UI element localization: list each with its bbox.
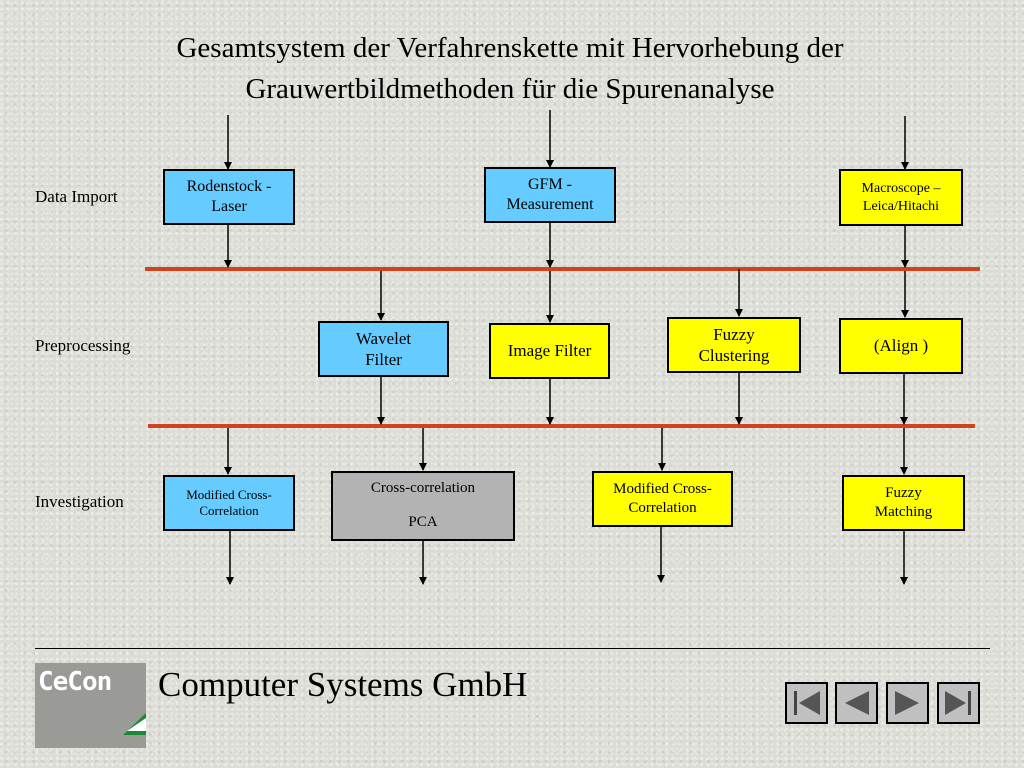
row-label-preprocessing: Preprocessing [35, 336, 131, 355]
title-line-1: Gesamtsystem der Verfahrenskette mit Her… [176, 32, 844, 64]
box-line: Modified Cross- [186, 486, 272, 502]
box-line: Laser [211, 198, 247, 215]
box-line: Fuzzy [885, 485, 922, 502]
box-line: Filter [365, 350, 402, 369]
modified-cross-correlation-mid-box: Modified Cross- Correlation [592, 471, 733, 527]
box-line: Cross-correlation [370, 480, 476, 496]
company-name: Computer Systems GmbH [158, 665, 528, 704]
box-line: Fuzzy [713, 324, 755, 344]
box-line: Rodenstock - [186, 178, 272, 195]
box-line: Modified Cross- [613, 481, 712, 498]
arrows [224, 110, 909, 585]
box-line: Correlation [199, 503, 259, 518]
cecon-logo: CeCon [35, 663, 146, 748]
first-slide-button[interactable] [785, 682, 828, 724]
align-box: (Align ) [839, 318, 963, 374]
image-filter-box: Image Filter [489, 323, 610, 379]
box-line: Macroscope – [861, 181, 941, 196]
box-line: Matching [874, 504, 933, 520]
previous-slide-icon [845, 691, 869, 715]
row-label-data-import: Data Import [35, 187, 118, 206]
box-line: (Align ) [873, 336, 929, 356]
box-line: Leica/Hitachi [862, 198, 940, 214]
logo-text: CeCon [38, 667, 112, 697]
macroscope-box: Macroscope – Leica/Hitachi [839, 169, 963, 226]
modified-cross-correlation-left-box: Modified Cross-Correlation [163, 475, 295, 531]
box-line: Wavelet [355, 328, 412, 348]
logo-green-mark [123, 713, 146, 735]
rodenstock-laser-box: Rodenstock - Laser [163, 169, 295, 225]
slide-title: Gesamtsystem der Verfahrenskette mit Her… [60, 28, 960, 110]
box-line: Clustering [698, 346, 770, 365]
next-slide-button[interactable] [886, 682, 929, 724]
box-line: Measurement [506, 196, 594, 213]
box-line: GFM - [527, 176, 572, 193]
title-line-2: Grauwertbildmethoden für die Spurenanaly… [245, 73, 775, 105]
first-slide-icon [794, 691, 820, 715]
box-line: Image Filter [507, 341, 592, 361]
last-slide-button[interactable] [937, 682, 980, 724]
box-line: PCA [408, 513, 438, 530]
box-line: Correlation [628, 500, 697, 516]
separator-lines [145, 267, 980, 428]
last-slide-icon [945, 691, 971, 715]
next-slide-icon [895, 691, 919, 715]
gfm-measurement-box: GFM - Measurement [484, 167, 616, 223]
row-label-investigation: Investigation [35, 492, 124, 511]
footer-divider [35, 648, 990, 649]
previous-slide-button[interactable] [835, 682, 878, 724]
